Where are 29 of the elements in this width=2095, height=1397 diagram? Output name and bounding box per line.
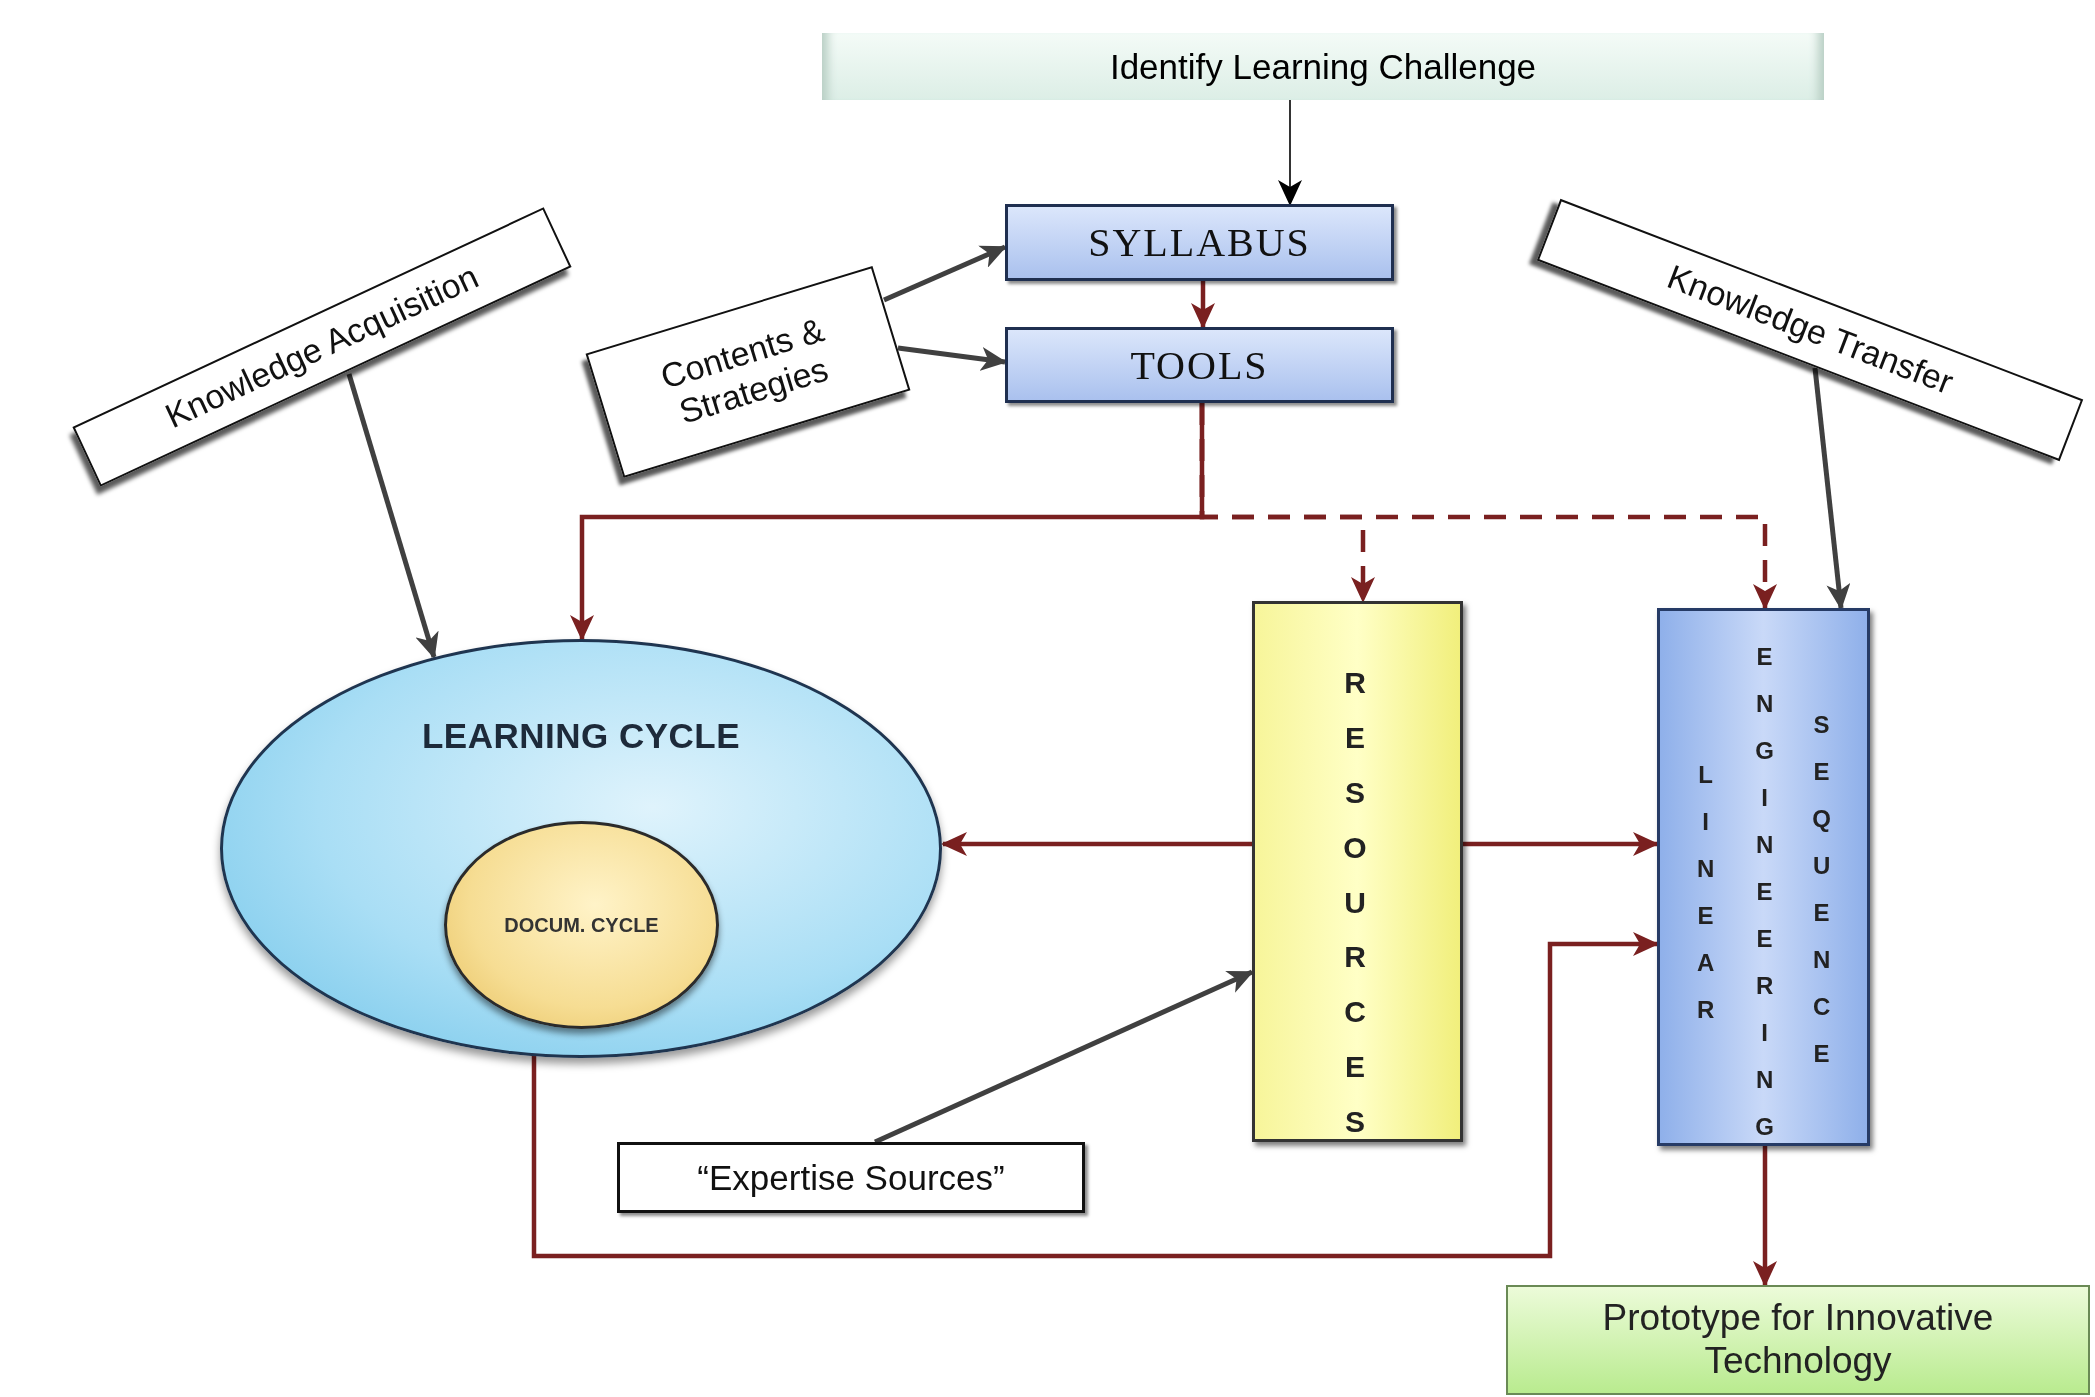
process-box xyxy=(1005,204,1394,281)
arrow xyxy=(346,373,439,659)
output-box xyxy=(1506,1285,2090,1395)
sequence-bar xyxy=(1657,608,1870,1146)
vertical-label: SEQUENCE xyxy=(1812,710,1832,1070)
node-label: Prototype for Innovative Technology xyxy=(1601,1297,1995,1383)
dashed-arrow xyxy=(1199,403,1777,610)
vertical-label: ENGINEERING xyxy=(1755,642,1775,1143)
arrow xyxy=(1278,99,1302,206)
arrow xyxy=(883,244,1007,303)
arrow xyxy=(1753,1146,1777,1287)
resource-bar xyxy=(1252,601,1463,1142)
arrow xyxy=(1463,832,1659,856)
node-label: SYLLABUS xyxy=(1087,219,1312,266)
source-box xyxy=(617,1142,1085,1213)
banner-box xyxy=(822,33,1824,100)
arrow xyxy=(1191,281,1215,329)
arrow xyxy=(941,832,1252,856)
arrow xyxy=(531,932,1659,1259)
node-label: TOOLS xyxy=(1129,341,1270,389)
process-box xyxy=(1005,327,1394,403)
arrow xyxy=(1812,367,1851,610)
node-label: “Expertise Sources” xyxy=(696,1157,1006,1198)
cycle-title: LEARNING CYCLE xyxy=(420,716,742,756)
node-label: Identify Learning Challenge xyxy=(1108,46,1538,87)
node-label: DOCUM. CYCLE xyxy=(503,912,660,938)
arrow xyxy=(897,345,1007,371)
vertical-label: RESOURCES xyxy=(1343,665,1367,1141)
vertical-label: LINEAR xyxy=(1696,760,1716,1026)
